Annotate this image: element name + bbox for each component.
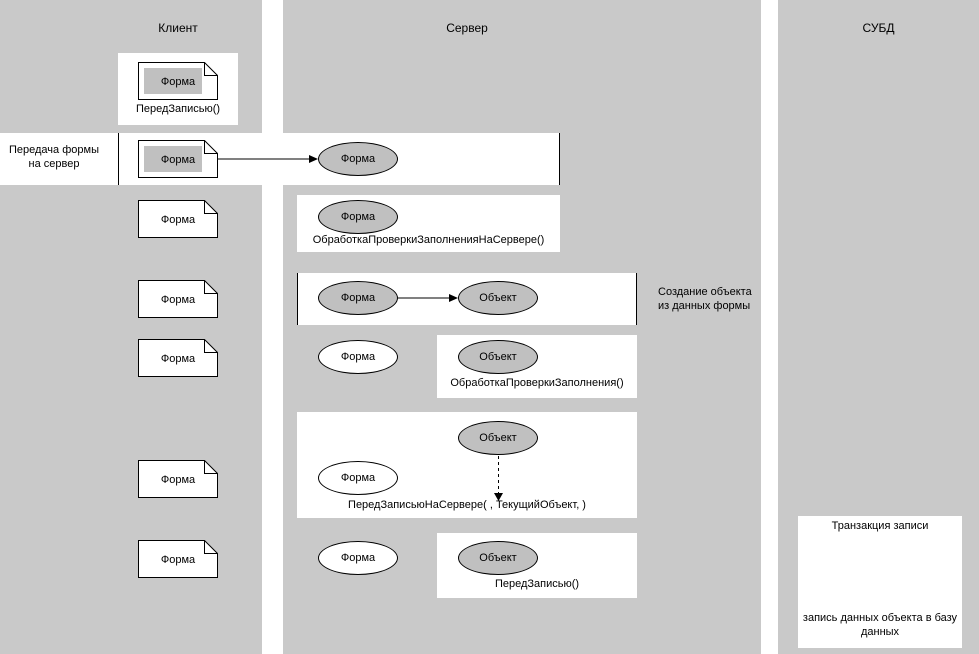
form-ellipse: Форма	[318, 281, 398, 315]
form-label: Форма	[340, 552, 376, 564]
document-shape	[138, 280, 218, 318]
row1-handler-label: ПередЗаписью()	[135, 103, 221, 115]
row4-annotation: Создание объекта из данных формы	[658, 286, 752, 313]
dbms-transaction-label: Транзакция записи	[831, 520, 929, 532]
form-label: Форма	[160, 293, 196, 306]
object-label: Объект	[479, 432, 517, 444]
document-shape	[138, 62, 218, 100]
row2-right-bracket	[559, 133, 560, 185]
row7-handler-label: ПередЗаписью()	[494, 578, 580, 590]
form-ellipse: Форма	[318, 541, 398, 575]
row2-left-bracket	[118, 133, 119, 185]
form-ellipse: Форма	[318, 340, 398, 374]
dbms-transaction-box	[798, 516, 962, 648]
form-label: Форма	[160, 75, 196, 88]
server-column-title: Сервер	[446, 21, 488, 35]
dbms-column-title: СУБД	[862, 21, 895, 35]
object-label: Объект	[479, 292, 517, 304]
document-shape	[138, 140, 218, 178]
row3-handler-label: ОбработкаПроверкиЗаполненияНаСервере()	[312, 234, 545, 246]
object-ellipse: Объект	[458, 421, 538, 455]
form-label: Форма	[160, 553, 196, 566]
form-document-icon: Форма	[138, 460, 218, 498]
form-document-icon: Форма	[138, 339, 218, 377]
object-ellipse: Объект	[458, 340, 538, 374]
row6-handler-label: ПередЗаписьюНаСервере( , ТекущийОбъект, …	[348, 499, 586, 511]
form-document-icon: Форма	[138, 140, 218, 178]
row4-right-bracket	[636, 273, 637, 325]
form-label: Форма	[160, 352, 196, 365]
document-shape	[138, 339, 218, 377]
form-ellipse: Форма	[318, 461, 398, 495]
object-dashed-arrow	[494, 456, 503, 501]
form-label: Форма	[160, 473, 196, 486]
form-document-icon: Форма	[138, 62, 218, 100]
client-column-title: Клиент	[158, 21, 198, 35]
dbms-write-note: запись данных объекта в базу данных	[802, 612, 958, 638]
document-shape	[138, 200, 218, 238]
form-label: Форма	[340, 292, 376, 304]
document-filled-area	[144, 146, 202, 172]
document-fold	[204, 62, 218, 76]
document-shape	[138, 460, 218, 498]
document-shape	[138, 540, 218, 578]
row2-annotation: Передача формы на сервер	[9, 144, 99, 171]
form-to-object-arrow	[398, 294, 458, 302]
document-fold	[204, 540, 218, 554]
form-label: Форма	[340, 153, 376, 165]
form-label: Форма	[160, 153, 196, 166]
document-filled-area	[144, 68, 202, 94]
form-label: Форма	[340, 351, 376, 363]
form-document-icon: Форма	[138, 200, 218, 238]
row5-handler-label: ОбработкаПроверкиЗаполнения()	[450, 377, 624, 389]
form-to-server-arrow	[218, 155, 318, 163]
document-fold	[204, 280, 218, 294]
form-document-icon: Форма	[138, 540, 218, 578]
form-label: Форма	[340, 472, 376, 484]
object-ellipse: Объект	[458, 541, 538, 575]
form-label: Форма	[340, 211, 376, 223]
object-ellipse: Объект	[458, 281, 538, 315]
form-document-icon: Форма	[138, 280, 218, 318]
document-fold	[204, 460, 218, 474]
object-label: Объект	[479, 552, 517, 564]
document-fold	[204, 200, 218, 214]
document-fold	[204, 140, 218, 154]
form-ellipse: Форма	[318, 142, 398, 176]
document-fold	[204, 339, 218, 353]
object-label: Объект	[479, 351, 517, 363]
row4-left-bracket	[297, 273, 298, 325]
form-label: Форма	[160, 213, 196, 226]
form-ellipse: Форма	[318, 200, 398, 234]
